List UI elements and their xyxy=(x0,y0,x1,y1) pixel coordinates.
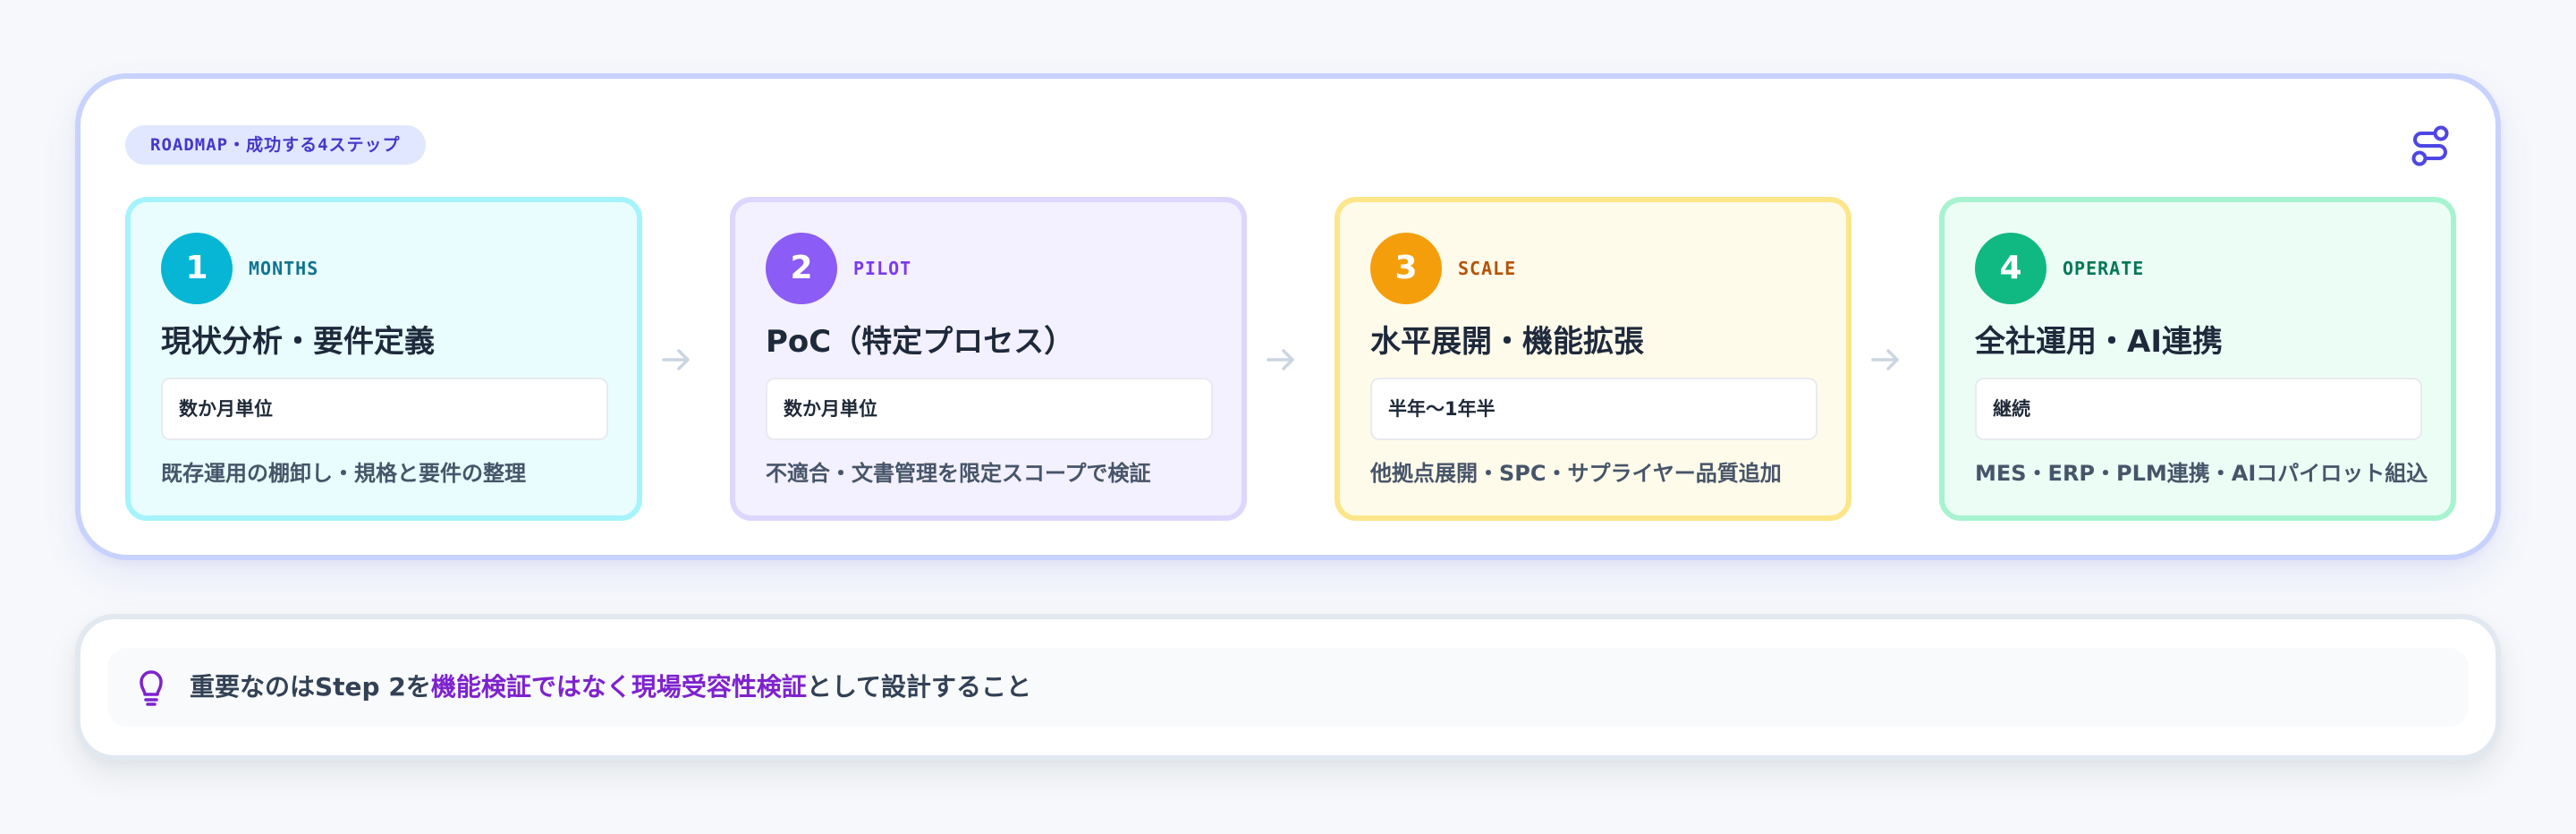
tip-callout: 重要なのはStep 2を機能検証ではなく現場受容性検証として設計すること xyxy=(107,648,2469,727)
step-number-badge: 4 xyxy=(1975,233,2046,304)
route-icon xyxy=(2408,123,2453,168)
step-duration: 半年〜1年半 xyxy=(1370,378,1818,440)
step-number-badge: 1 xyxy=(161,233,233,304)
step-title: 全社運用・AI連携 xyxy=(1975,324,2223,360)
step-card-1: 1 MONTHS 現状分析・要件定義 数か月単位 既存運用の棚卸し・規格と要件の… xyxy=(125,197,642,521)
tip-text-suffix: として設計すること xyxy=(806,672,1032,702)
step-number-badge: 2 xyxy=(766,233,837,304)
step-description: 他拠点展開・SPC・サプライヤー品質追加 xyxy=(1370,461,1782,486)
step-kicker: PILOT xyxy=(853,258,912,279)
tip-text-highlight: 機能検証ではなく現場受容性検証 xyxy=(430,672,807,702)
tip-text-prefix: 重要なのはStep 2を xyxy=(190,672,431,702)
step-duration: 数か月単位 xyxy=(766,378,1213,440)
step-duration: 数か月単位 xyxy=(161,378,608,440)
step-kicker: MONTHS xyxy=(249,258,319,279)
step-title: 水平展開・機能拡張 xyxy=(1370,324,1644,360)
tip-panel: 重要なのはStep 2を機能検証ではなく現場受容性検証として設計すること xyxy=(75,614,2501,761)
step-title: PoC（特定プロセス） xyxy=(766,324,1075,360)
step-description: 既存運用の棚卸し・規格と要件の整理 xyxy=(161,461,526,486)
step-number-badge: 3 xyxy=(1370,233,1442,304)
arrow-right-icon xyxy=(1263,342,1299,378)
step-title: 現状分析・要件定義 xyxy=(161,324,435,360)
step-card-4: 4 OPERATE 全社運用・AI連携 継続 MES・ERP・PLM連携・AIコ… xyxy=(1939,197,2456,521)
step-duration: 継続 xyxy=(1975,378,2422,440)
step-description: MES・ERP・PLM連携・AIコパイロット組込 xyxy=(1975,461,2428,486)
arrow-right-icon xyxy=(658,342,694,378)
step-card-3: 3 SCALE 水平展開・機能拡張 半年〜1年半 他拠点展開・SPC・サプライヤ… xyxy=(1335,197,1852,521)
roadmap-panel: ROADMAP・成功する4ステップ 1 MONTHS 現状分析・要件定義 数か月… xyxy=(75,73,2501,560)
tip-text: 重要なのはStep 2を機能検証ではなく現場受容性検証として設計すること xyxy=(190,648,1031,727)
step-kicker: OPERATE xyxy=(2063,258,2145,279)
step-description: 不適合・文書管理を限定スコープで検証 xyxy=(766,461,1151,486)
lightbulb-icon xyxy=(132,668,170,707)
roadmap-tag: ROADMAP・成功する4ステップ xyxy=(125,125,426,165)
step-kicker: SCALE xyxy=(1458,258,1517,279)
arrow-right-icon xyxy=(1868,342,1903,378)
roadmap-steps: 1 MONTHS 現状分析・要件定義 数か月単位 既存運用の棚卸し・規格と要件の… xyxy=(125,197,2456,521)
step-card-2: 2 PILOT PoC（特定プロセス） 数か月単位 不適合・文書管理を限定スコー… xyxy=(730,197,1247,521)
